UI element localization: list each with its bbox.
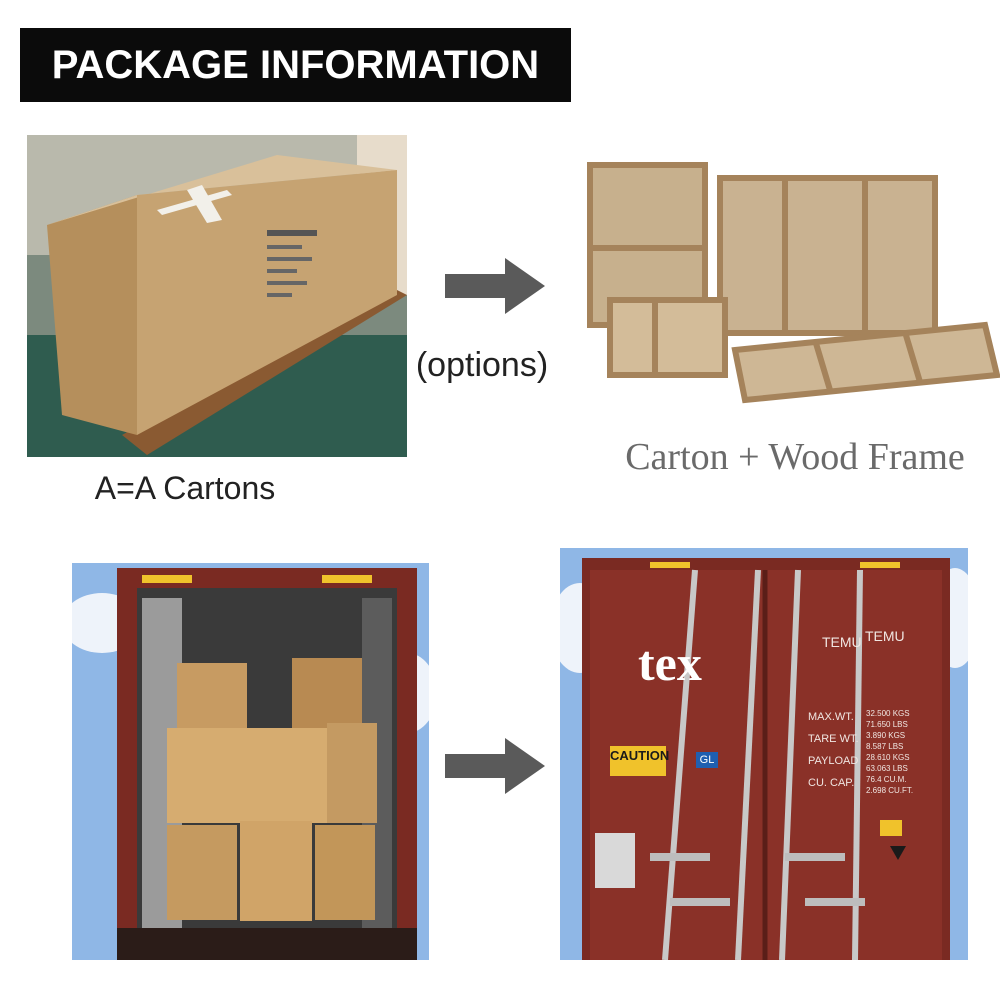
wood-frame-caption: Carton + Wood Frame <box>625 436 965 478</box>
spec-value: 63.063 LBS <box>866 764 908 773</box>
spec-value: 71.650 LBS <box>866 720 908 729</box>
spec-values: 32.500 KGS 71.650 LBS 3.890 KGS 8.587 LB… <box>866 708 913 796</box>
spec-value: 8.587 LBS <box>866 742 904 751</box>
caution-label: CAUTION <box>610 748 670 763</box>
container-brand: tex <box>638 635 702 691</box>
spec-label: MAX.WT. <box>808 711 854 723</box>
owner-code-2: TEMU <box>865 628 905 644</box>
arrow-right-icon <box>445 258 545 314</box>
carton-caption: A=A Cartons <box>94 470 276 506</box>
container-loaded-photo <box>72 563 429 960</box>
spec-label: TARE WT. <box>808 733 859 745</box>
container-closed-photo: tex TEMU TEMU CAUTION GL MAX.WT. TARE WT… <box>560 548 968 960</box>
spec-label: PAYLOAD <box>808 755 859 767</box>
options-label: (options) <box>415 346 549 384</box>
owner-code-1: TEMU <box>822 634 862 650</box>
page-title: PACKAGE INFORMATION <box>20 28 571 102</box>
wood-frame-photo <box>585 160 1000 405</box>
spec-value: 28.610 KGS <box>866 753 910 762</box>
spec-value: 3.890 KGS <box>866 731 906 740</box>
spec-value: 2.698 CU.FT. <box>866 786 914 795</box>
spec-labels: MAX.WT. TARE WT. PAYLOAD CU. CAP. <box>808 706 859 794</box>
spec-value: 76.4 CU.M. <box>866 775 907 784</box>
arrow-right-icon <box>445 738 545 794</box>
spec-value: 32.500 KGS <box>866 709 910 718</box>
gl-badge: GL <box>696 752 718 768</box>
carton-photo <box>27 135 407 457</box>
spec-label: CU. CAP. <box>808 777 855 789</box>
